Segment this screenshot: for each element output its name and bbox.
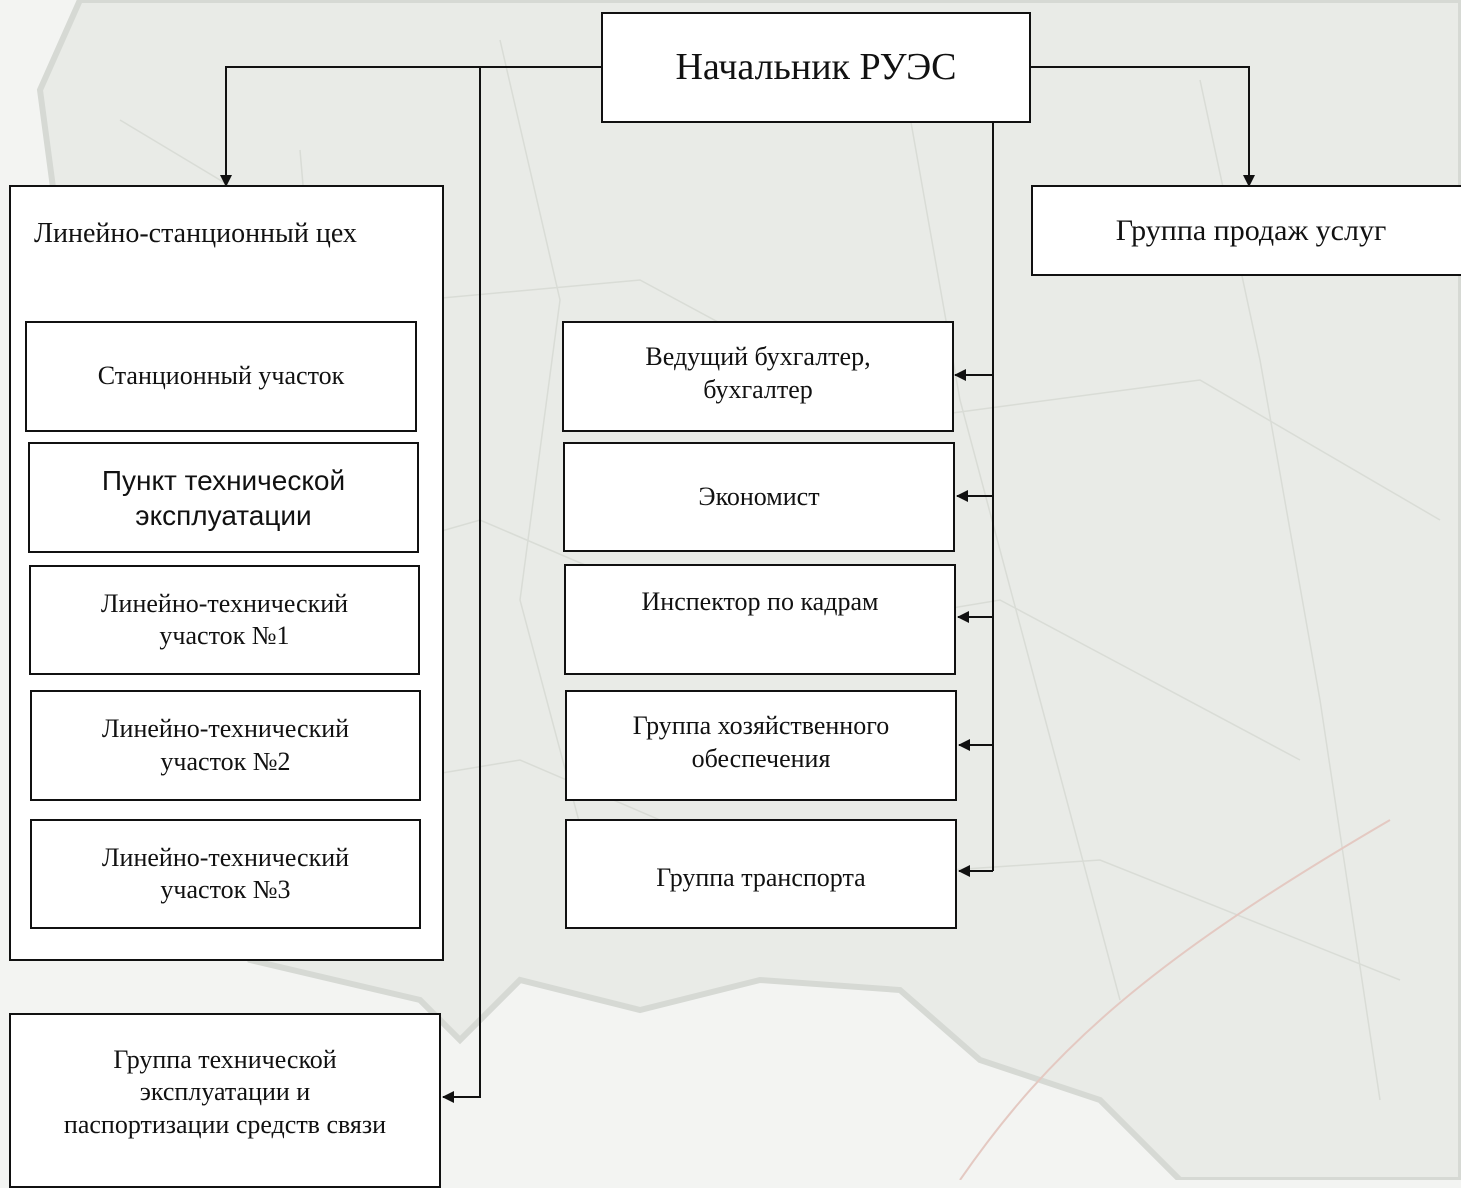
- head-label: Начальник РУЭС: [675, 45, 957, 88]
- head-box: Начальник РУЭС: [601, 12, 1031, 123]
- staff-label: Ведущий бухгалтер, бухгалтер: [645, 342, 871, 404]
- connector-head-to-tech-group: [442, 67, 481, 1103]
- shop-unit-line-tech-2: Линейно-технический участок №2: [30, 690, 421, 801]
- shop-unit-label: Линейно-технический участок №3: [101, 842, 350, 905]
- shop-unit-label: Линейно-технический участок №1: [100, 588, 349, 651]
- staff-label: Группа транспорта: [656, 862, 866, 892]
- staff-accountant-box: Ведущий бухгалтер, бухгалтер: [562, 321, 954, 432]
- staff-label: Экономист: [698, 481, 820, 511]
- staff-transport-box: Группа транспорта: [565, 819, 957, 929]
- sales-group-box: Группа продаж услуг: [1031, 185, 1461, 276]
- shop-unit-label: Станционный участок: [97, 361, 345, 391]
- connector-head-to-sales: [1030, 66, 1255, 187]
- shop-unit-label: Пункт технической эксплуатации: [101, 464, 346, 531]
- shop-unit-label: Линейно-технический участок №2: [101, 714, 350, 776]
- tech-operation-group-label: Группа технической эксплуатации и паспор…: [63, 1044, 387, 1139]
- staff-label: Группа хозяйственного обеспечения: [632, 711, 890, 773]
- connector-head-to-shop: [220, 66, 602, 187]
- tech-operation-group-box: Группа технической эксплуатации и паспор…: [9, 1013, 441, 1188]
- shop-unit-line-tech-3: Линейно-технический участок №3: [30, 819, 421, 929]
- shop-unit-tech-operation-point: Пункт технической эксплуатации: [28, 442, 419, 553]
- staff-hr-inspector-box: Инспектор по кадрам: [564, 564, 956, 675]
- staff-economist-box: Экономист: [563, 442, 955, 552]
- staff-label: Инспектор по кадрам: [641, 587, 879, 616]
- sales-group-label: Группа продаж услуг: [1115, 213, 1387, 247]
- staff-household-box: Группа хозяйственного обеспечения: [565, 690, 957, 801]
- shop-unit-line-tech-1: Линейно-технический участок №1: [29, 565, 420, 675]
- line-station-shop-title: Линейно-станционный цех: [34, 218, 357, 249]
- shop-unit-station: Станционный участок: [25, 321, 417, 432]
